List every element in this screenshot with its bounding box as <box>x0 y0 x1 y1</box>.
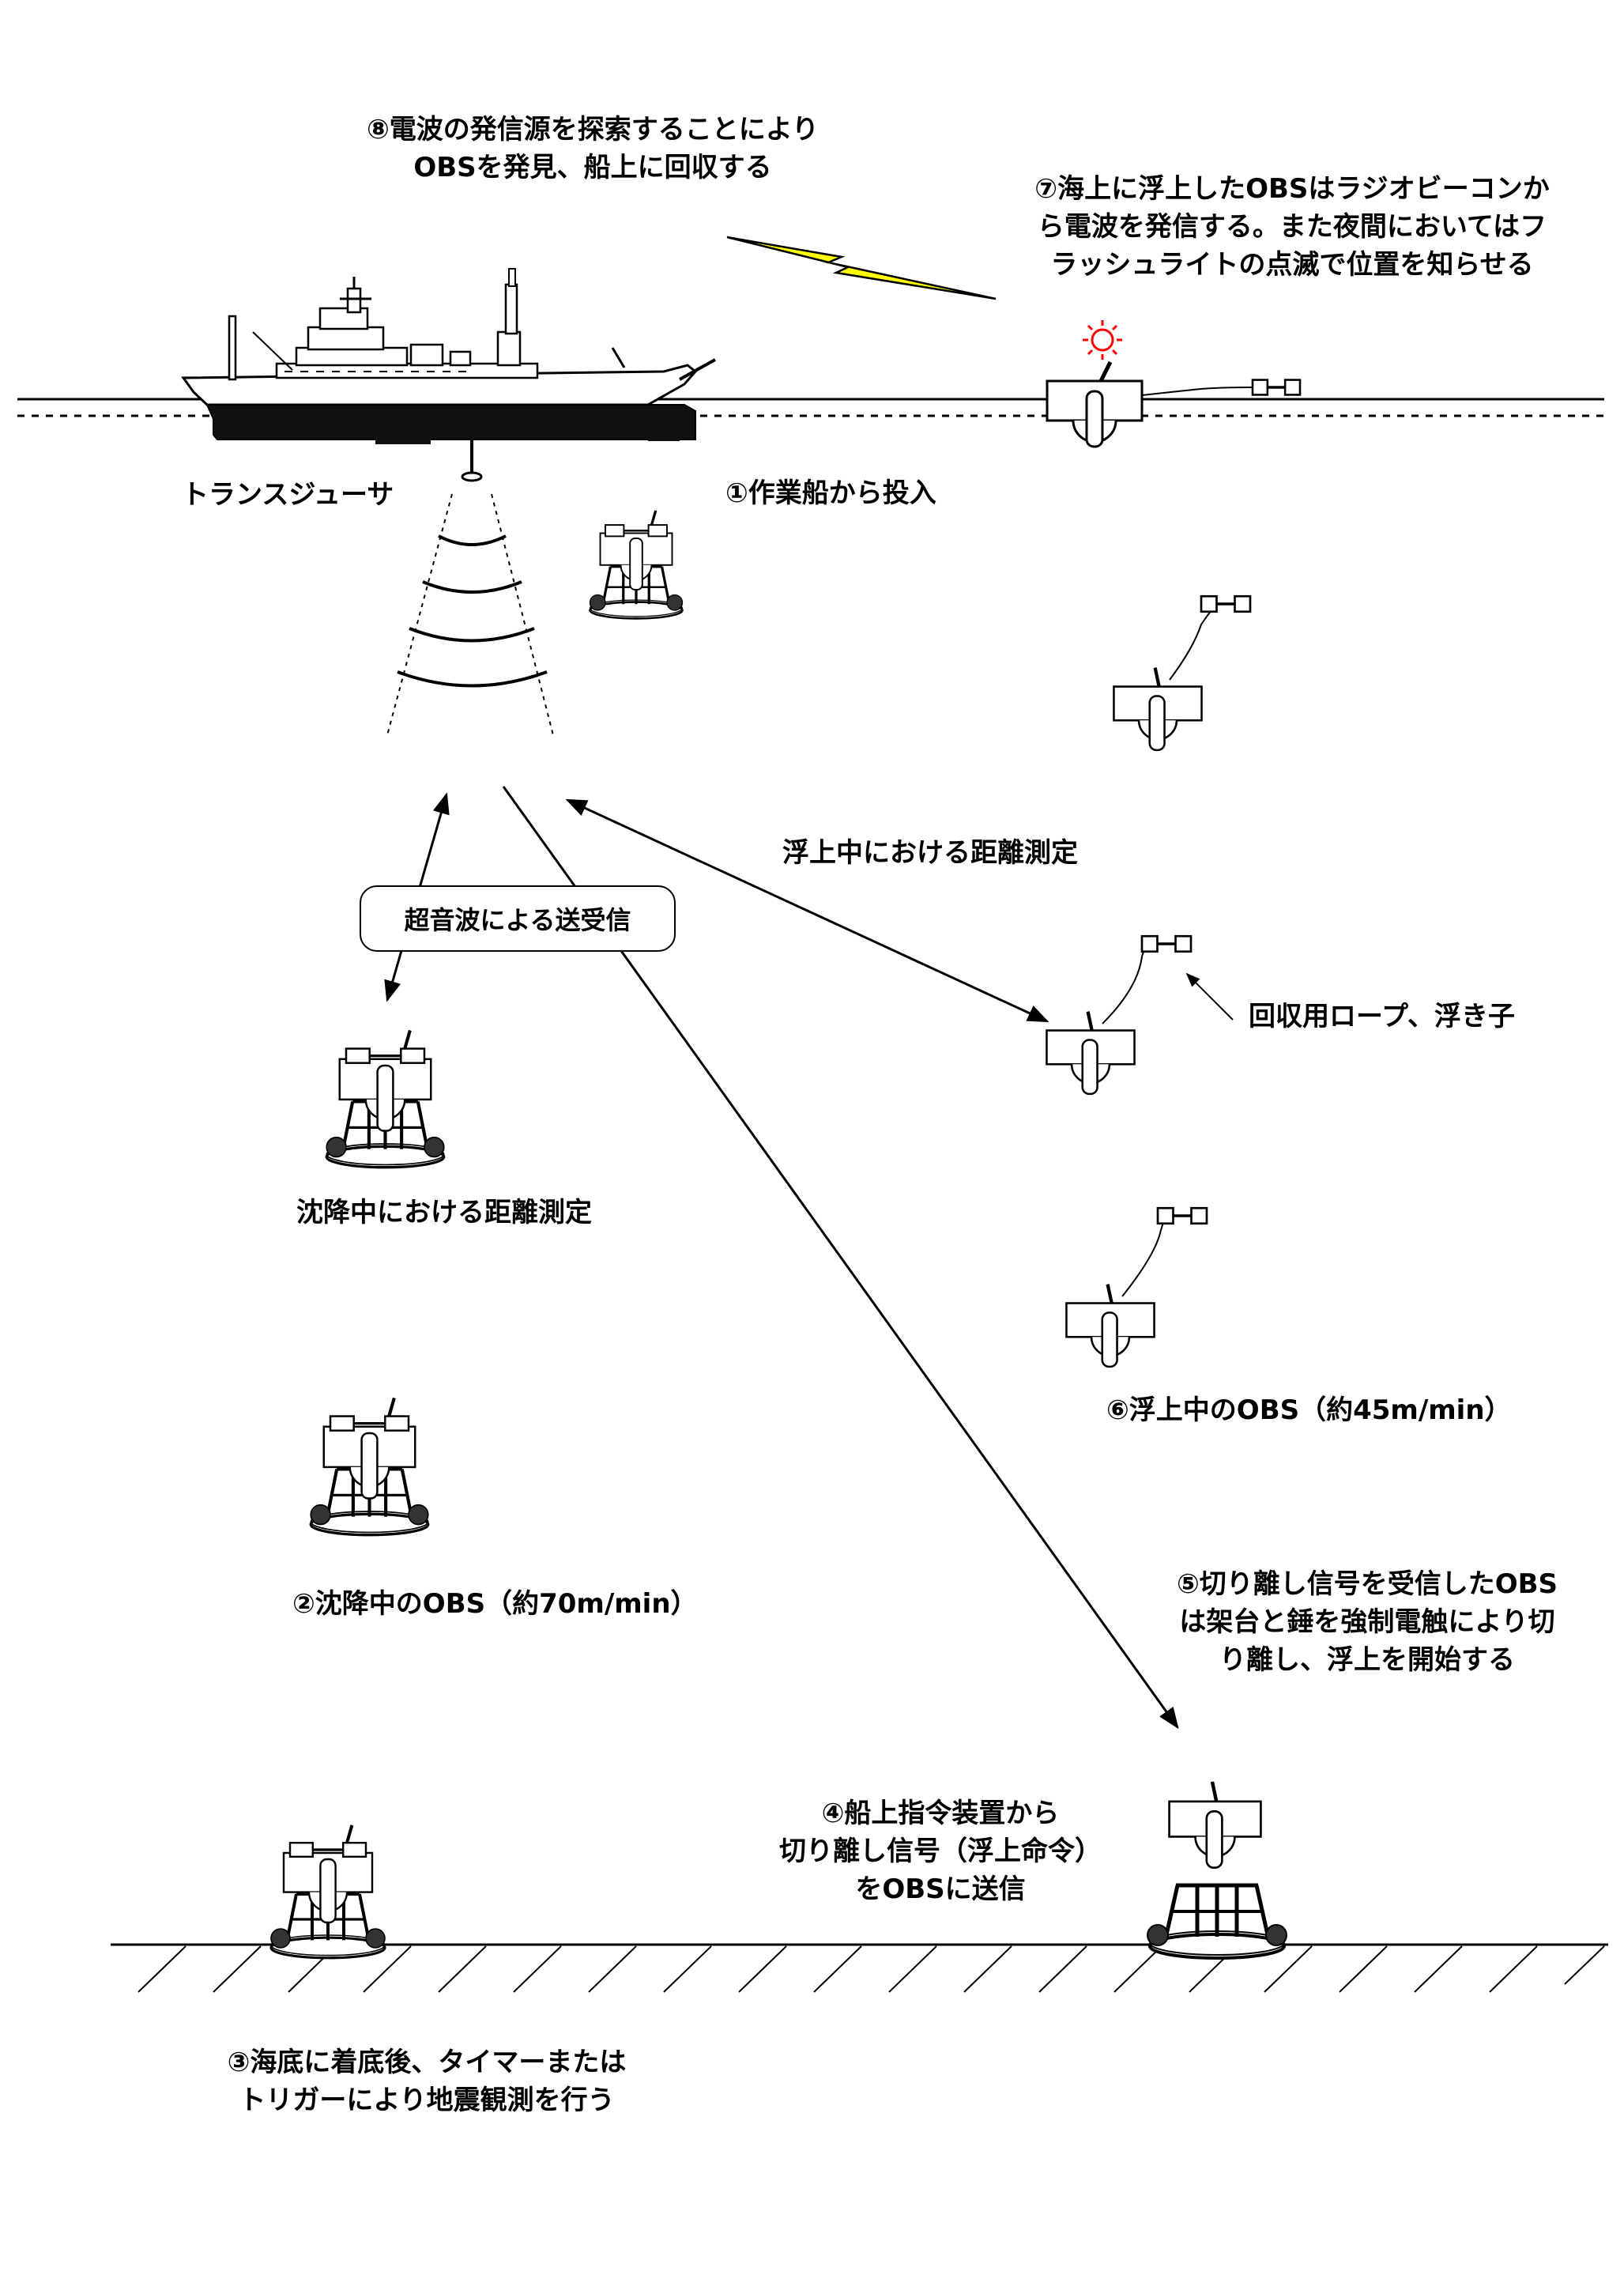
ship <box>181 268 716 444</box>
step4-label: ④船上指令装置から 切り離し信号（浮上命令） をOBSに送信 <box>743 1794 1138 1908</box>
step7-line-2: ら電波を発信する。また夜間においてはフ <box>1037 211 1547 243</box>
step4-line-2: 切り離し信号（浮上命令） <box>779 1836 1102 1867</box>
transducer <box>386 440 554 736</box>
obs-ascending-low <box>1066 1285 1154 1367</box>
step4-line-3: をOBSに送信 <box>855 1873 1026 1905</box>
step3-line-2: トリガーにより地震観測を行う <box>239 2085 615 2116</box>
step2-label: ②沈降中のOBS（約70m/min） <box>292 1588 698 1620</box>
ultrasonic-bubble: 超音波による送受信 <box>360 885 676 952</box>
seabed-hatching <box>138 1945 1605 1993</box>
rope-float-label: 回収用ロープ、浮き子 <box>1249 1001 1515 1032</box>
step6-label: ⑥浮上中のOBS（約45m/min） <box>1106 1394 1512 1426</box>
obs-descending-upper <box>326 1030 444 1167</box>
ascent-ranging-arrow <box>565 798 1049 1023</box>
step3-line-1: ③海底に着底後、タイマーまたは <box>227 2047 627 2078</box>
obs-releasing <box>1147 1782 1287 1960</box>
radio-wave-lightning <box>726 236 997 300</box>
step7-line-3: ラッシュライトの点滅で位置を知らせる <box>1050 249 1534 281</box>
obs-ascending-top <box>1113 668 1201 750</box>
obs-ascending-mid <box>1046 1012 1134 1094</box>
step5-line-3: り離し、浮上を開始する <box>1219 1644 1515 1676</box>
step8-line-2: OBSを発見、船上に回収する <box>413 152 772 183</box>
step7-label: ⑦海上に浮上したOBSはラジオビーコンか ら電波を発信する。また夜間においてはフ… <box>992 170 1592 284</box>
ascent-ranging-label: 浮上中における距離測定 <box>782 837 1078 869</box>
step8-label: ⑧電波の発信源を探索することにより OBSを発見、船上に回収する <box>308 111 877 187</box>
rope-pointer <box>1185 972 1234 1021</box>
obs-deployed <box>588 509 684 621</box>
step3-label: ③海底に着底後、タイマーまたは トリガーにより地震観測を行う <box>182 2043 672 2119</box>
flash-light <box>1083 320 1122 360</box>
obs-seabed-observing <box>271 1825 385 1958</box>
transducer-label: トランスジューサ <box>182 479 394 511</box>
step5-line-2: は架台と錘を強制電触により切 <box>1179 1606 1555 1638</box>
step1-label: ①作業船から投入 <box>725 477 936 509</box>
step5-label: ⑤切り離し信号を受信したOBS は架台と錘を強制電触により切 り離し、浮上を開始… <box>1130 1565 1604 1679</box>
step5-line-1: ⑤切り離し信号を受信したOBS <box>1176 1568 1558 1600</box>
step7-line-1: ⑦海上に浮上したOBSはラジオビーコンか <box>1034 173 1550 205</box>
step4-line-1: ④船上指令装置から <box>821 1798 1060 1829</box>
descent-ranging-label: 沈降中における距離測定 <box>296 1197 592 1228</box>
step8-line-1: ⑧電波の発信源を探索することにより <box>366 114 820 145</box>
obs-descending-lower <box>311 1398 428 1534</box>
surfaced-obs <box>1046 320 1302 448</box>
